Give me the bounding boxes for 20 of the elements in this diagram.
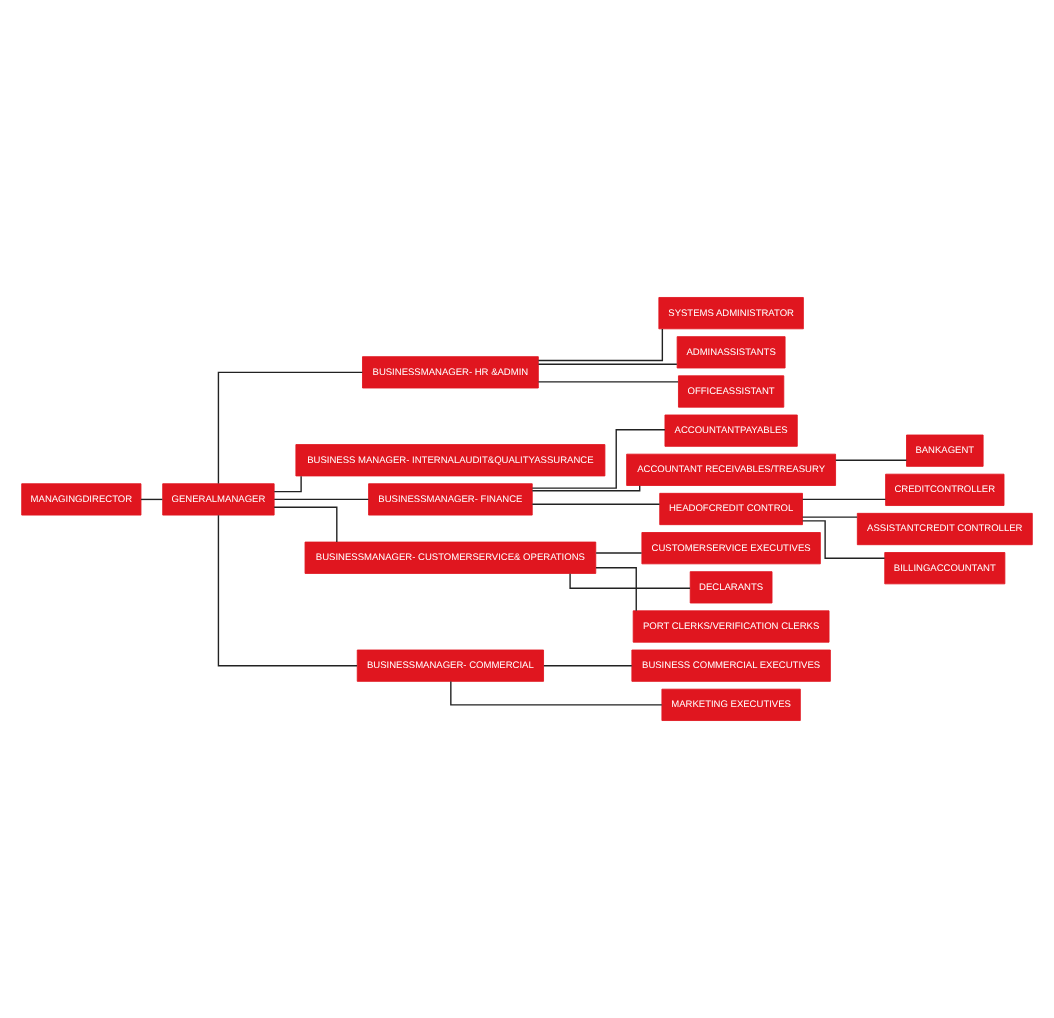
connector — [273, 498, 370, 501]
connector — [801, 516, 858, 518]
connector — [595, 552, 643, 554]
connector — [835, 459, 908, 461]
connector — [537, 363, 678, 365]
connector — [569, 573, 691, 589]
connector — [531, 503, 661, 505]
connector — [531, 429, 666, 489]
connector — [801, 498, 887, 501]
connector — [273, 506, 338, 543]
connector — [537, 381, 679, 383]
connector — [273, 475, 302, 493]
connector — [217, 371, 364, 485]
connector — [801, 520, 886, 559]
connector — [543, 665, 633, 667]
connector — [595, 567, 637, 612]
connector — [531, 484, 641, 492]
connector — [140, 498, 164, 501]
connector — [217, 514, 358, 667]
connector — [537, 328, 664, 362]
